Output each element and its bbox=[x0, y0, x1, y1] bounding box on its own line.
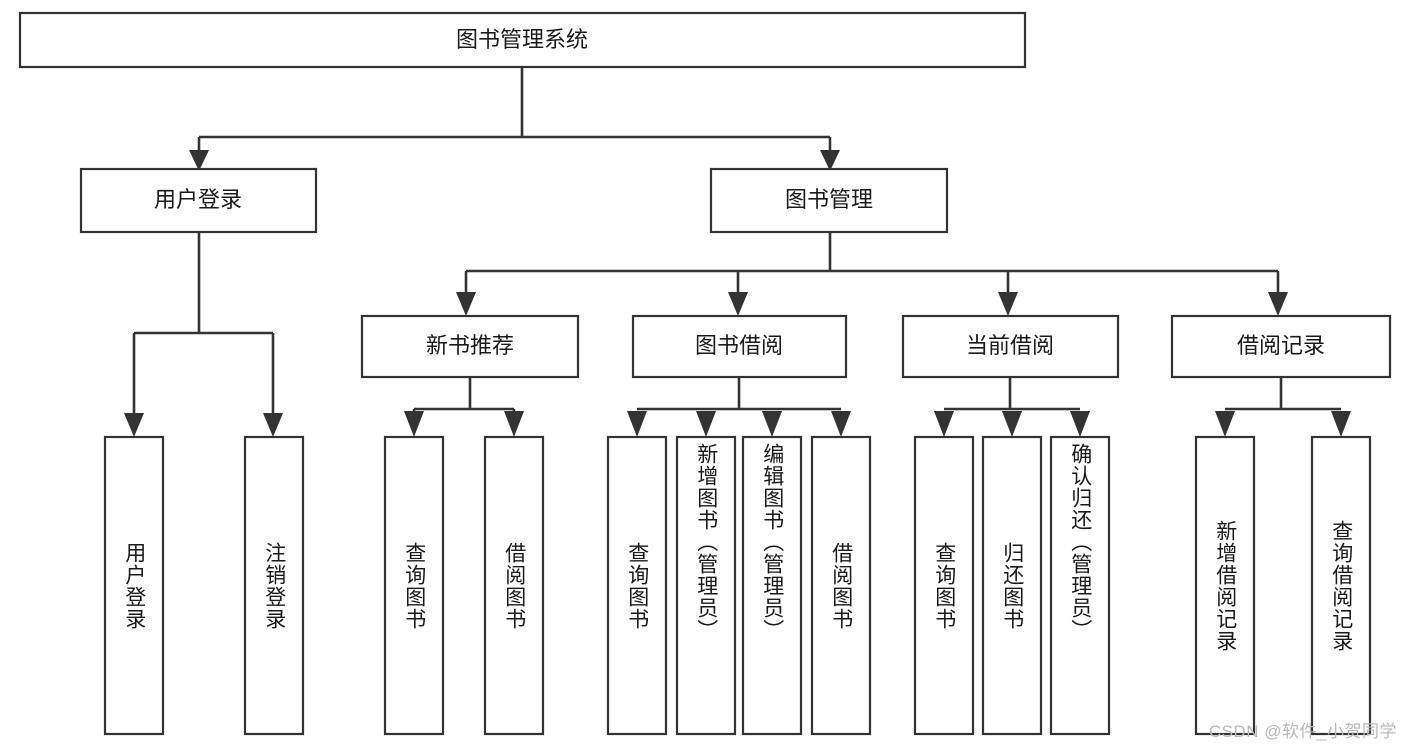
arrowhead-bookborrow-leaf-1 bbox=[627, 411, 647, 437]
connector-group-book-mgmt bbox=[456, 232, 1288, 316]
leaf-box-logout[interactable] bbox=[243, 435, 305, 736]
arrowhead-currentborrow-leaf-1 bbox=[934, 411, 954, 437]
arrowhead-bookborrow-leaf-3 bbox=[762, 411, 782, 437]
node-book-management[interactable] bbox=[709, 167, 949, 234]
leaf-box-query-book-3[interactable] bbox=[913, 435, 975, 736]
leaf-box-borrow-book-2[interactable] bbox=[810, 435, 872, 736]
node-book-borrow[interactable] bbox=[631, 314, 848, 379]
leaf-box-add-borrow-record[interactable] bbox=[1194, 435, 1256, 736]
node-current-borrow[interactable] bbox=[901, 314, 1120, 379]
connector-group-current-borrow bbox=[934, 377, 1090, 437]
arrowhead-currentborrow-leaf-3 bbox=[1070, 411, 1090, 437]
arrowhead-newbook-leaf-2 bbox=[504, 411, 524, 437]
leaf-box-query-book-2[interactable] bbox=[606, 435, 668, 736]
leaf-box-add-book-admin[interactable] bbox=[675, 435, 737, 736]
node-root-label: 图书管理系统 bbox=[456, 27, 588, 52]
arrowhead-bookborrow-leaf-4 bbox=[831, 411, 851, 437]
arrowhead-new-book bbox=[456, 292, 476, 316]
arrowhead-borrow-record bbox=[1268, 292, 1288, 316]
leaf-box-borrow-book-1[interactable] bbox=[483, 435, 545, 736]
leaf-box-user-login[interactable] bbox=[103, 435, 165, 736]
node-user-login[interactable] bbox=[79, 167, 318, 234]
node-new-book-recommend-label: 新书推荐 bbox=[426, 333, 514, 358]
node-book-management-label: 图书管理 bbox=[785, 187, 873, 212]
leaf-box-query-book-1[interactable] bbox=[383, 435, 445, 736]
node-borrow-record[interactable] bbox=[1170, 314, 1392, 379]
connector-group-root bbox=[189, 67, 840, 171]
connector-group-book-borrow bbox=[627, 377, 851, 437]
arrowhead-leaf-logout bbox=[263, 413, 283, 437]
leaf-box-edit-book-admin[interactable] bbox=[741, 435, 803, 736]
leaf-box-return-book[interactable] bbox=[981, 435, 1043, 736]
node-current-borrow-label: 当前借阅 bbox=[966, 333, 1054, 358]
leaf-box-confirm-return-admin[interactable] bbox=[1049, 435, 1111, 736]
node-root[interactable] bbox=[18, 11, 1027, 69]
arrowhead-current-borrow bbox=[998, 292, 1018, 316]
node-book-borrow-label: 图书借阅 bbox=[695, 333, 783, 358]
arrowhead-currentborrow-leaf-2 bbox=[1002, 411, 1022, 437]
connector-group-user-login bbox=[124, 232, 283, 437]
node-new-book-recommend[interactable] bbox=[360, 314, 580, 379]
node-user-login-label: 用户登录 bbox=[154, 187, 242, 212]
leaf-box-query-borrow-record[interactable] bbox=[1310, 435, 1372, 736]
arrowhead-user-login bbox=[189, 150, 209, 171]
node-borrow-record-label: 借阅记录 bbox=[1237, 333, 1325, 358]
arrowhead-borrowrecord-leaf-1 bbox=[1215, 411, 1235, 437]
arrowhead-bookborrow-leaf-2 bbox=[696, 411, 716, 437]
arrowhead-newbook-leaf-1 bbox=[404, 411, 424, 437]
connector-group-new-book bbox=[404, 377, 524, 437]
connector-group-borrow-record bbox=[1215, 377, 1351, 437]
arrowhead-borrowrecord-leaf-2 bbox=[1331, 411, 1351, 437]
arrowhead-book-borrow bbox=[728, 292, 748, 316]
arrowhead-leaf-user-login bbox=[124, 413, 144, 437]
arrowhead-book-mgmt bbox=[820, 150, 840, 171]
